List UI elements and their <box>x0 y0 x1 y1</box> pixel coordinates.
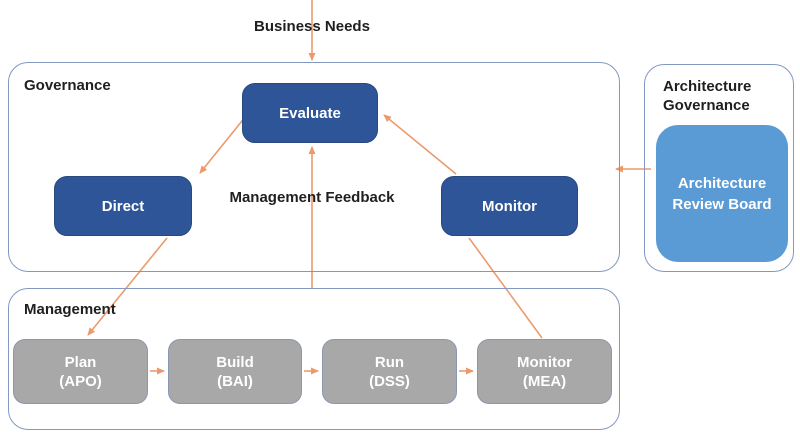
evaluate-box: Evaluate <box>242 83 378 143</box>
plan-apo-box: Plan (APO) <box>13 339 148 404</box>
build-bai-box: Build (BAI) <box>168 339 302 404</box>
run-dss-name: Run <box>374 353 405 371</box>
monitor-mea-code: (MEA) <box>522 372 567 390</box>
monitor-box: Monitor <box>441 176 578 236</box>
plan-apo-code: (APO) <box>59 372 102 390</box>
run-dss-code: (DSS) <box>369 372 410 390</box>
direct-box: Direct <box>54 176 192 236</box>
monitor-mea-name: Monitor <box>517 353 572 371</box>
governance-panel <box>8 62 620 272</box>
business-needs-label: Business Needs <box>254 18 370 35</box>
architecture-governance-panel <box>644 64 794 272</box>
management-panel <box>8 288 620 430</box>
run-dss-box: Run (DSS) <box>322 339 457 404</box>
build-bai-name: Build <box>216 353 254 371</box>
plan-apo-name: Plan <box>64 353 97 371</box>
management-panel-label: Management <box>24 301 116 318</box>
monitor-mea-box: Monitor (MEA) <box>477 339 612 404</box>
architecture-review-board-box: Architecture Review Board <box>656 125 788 262</box>
management-feedback-label: Management Feedback <box>229 189 395 206</box>
build-bai-code: (BAI) <box>217 372 253 390</box>
architecture-governance-label: Architecture Governance <box>663 78 752 114</box>
governance-panel-label: Governance <box>24 77 111 94</box>
